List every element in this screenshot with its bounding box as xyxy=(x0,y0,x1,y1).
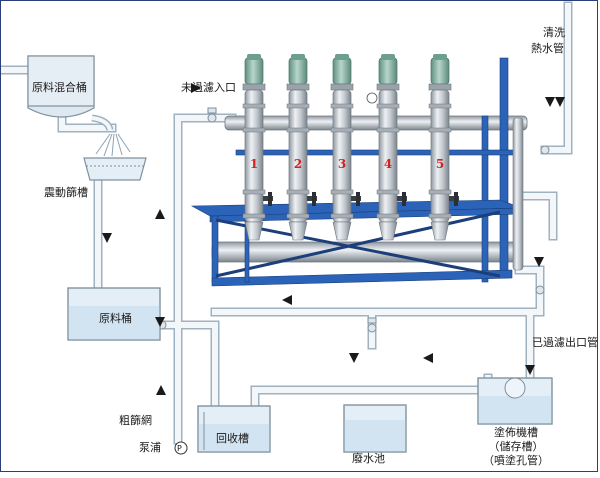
flow-arrow xyxy=(349,353,359,363)
coater-tank xyxy=(477,377,553,425)
pump-label: 泵浦 xyxy=(139,441,161,454)
flow-arrow xyxy=(555,97,565,107)
coarse-screen-label: 粗篩網 xyxy=(119,414,152,427)
recovery-tank-label: 回收槽 xyxy=(216,432,249,445)
inlet-valve xyxy=(207,113,217,123)
recovery-tank xyxy=(197,405,271,453)
raw-tank xyxy=(67,287,161,341)
flow-arrow xyxy=(102,233,112,243)
raw-tank-label: 原料桶 xyxy=(99,312,132,325)
coater-tank-label-3: （噴塗孔管） xyxy=(483,454,549,467)
flow-arrow xyxy=(525,365,535,375)
vibrating-sieve-tank xyxy=(83,157,147,181)
flow-arrow xyxy=(156,385,166,395)
hot-water-valve xyxy=(540,145,550,155)
pressure-gauge xyxy=(366,92,378,104)
pipe-fill xyxy=(1,3,571,443)
flow-arrow xyxy=(155,317,165,327)
hot-water-label-1: 清洗 xyxy=(543,26,565,39)
flow-arrow xyxy=(155,209,165,219)
vibrating-sieve-label: 震動篩槽 xyxy=(44,186,88,199)
flow-arrow xyxy=(534,257,544,267)
flow-arrow xyxy=(191,83,201,93)
waste-pool-label: 廢水池 xyxy=(352,452,385,465)
filter-column-5: 5 xyxy=(428,54,459,241)
filter-number-2: 2 xyxy=(294,157,302,171)
filter-columns: 1 2 3 4 5 xyxy=(242,54,459,241)
hot-water-label-2: 熱水管 xyxy=(531,42,564,55)
filter-number-1: 1 xyxy=(250,157,258,171)
filter-number-5: 5 xyxy=(436,157,444,171)
unfiltered-inlet-label: 未過濾入口 xyxy=(181,81,236,94)
spray-droplets xyxy=(95,133,131,157)
filter-unit: 1 2 3 4 5 xyxy=(190,54,528,287)
pump-symbol: P xyxy=(177,444,182,453)
flow-arrow xyxy=(282,295,292,305)
coater-tank-label-2: （儲存槽） xyxy=(488,440,544,453)
filter-number-4: 4 xyxy=(384,157,392,171)
filter-column-1: 1 xyxy=(242,54,273,241)
filter-number-3: 3 xyxy=(338,157,346,171)
coater-tank-label-1: 塗佈機槽 xyxy=(494,426,538,439)
flow-arrow xyxy=(545,97,555,107)
filter-column-2: 2 xyxy=(286,54,317,241)
filtered-outlet-label: 已過濾出口管 xyxy=(532,336,598,349)
raw-mix-tank-label: 原料混合桶 xyxy=(32,81,87,94)
raw-mix-tank xyxy=(27,55,114,131)
waste-valve xyxy=(367,323,377,333)
flow-arrow xyxy=(423,353,433,363)
pipe-network xyxy=(0,1,573,445)
pump xyxy=(174,441,188,455)
outlet-valve xyxy=(535,285,545,295)
waste-pool xyxy=(343,404,407,453)
valves xyxy=(157,107,550,333)
flow-arrows xyxy=(102,83,565,395)
filter-column-4: 4 xyxy=(376,54,407,241)
filter-column-3: 3 xyxy=(330,54,361,241)
